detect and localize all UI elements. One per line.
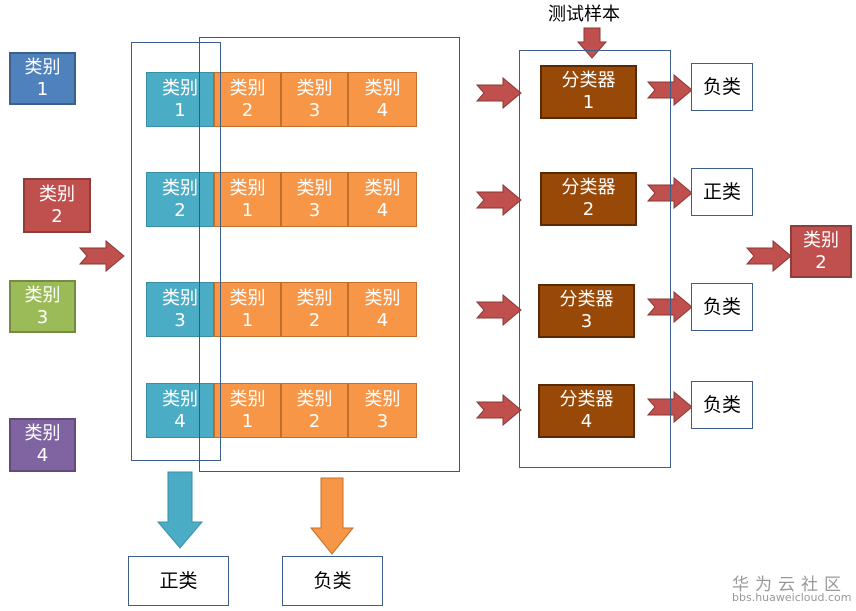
negative-result-box: 负类: [282, 556, 383, 606]
result-num: 2: [815, 251, 827, 273]
class-num: 2: [51, 205, 63, 227]
classifier-label: 分类器: [561, 70, 616, 91]
cell-num: 1: [241, 199, 254, 221]
negative-down-arrow-icon: [309, 477, 355, 555]
right-arrow-icon: [475, 183, 522, 217]
cell-num: 2: [174, 199, 186, 221]
class-num: 4: [36, 445, 49, 466]
classifier-num: 3: [580, 311, 593, 332]
class-label: 类别: [24, 284, 61, 306]
classifier-output-box: 负类: [691, 63, 753, 111]
cell-num: 1: [241, 309, 254, 331]
classifier-num: 2: [582, 199, 595, 220]
cell-num: 4: [376, 309, 389, 331]
watermark-url: bbs.huaweicloud.com: [732, 591, 852, 604]
cell-label: 类别: [162, 177, 198, 199]
right-arrow-icon: [475, 293, 522, 327]
cell-label: 类别: [229, 287, 266, 309]
test-sample-label: 测试样本: [548, 4, 620, 25]
cell-num: 3: [308, 199, 321, 221]
cell-num: 4: [376, 99, 389, 121]
cell-label: 类别: [296, 287, 333, 309]
classifier-num: 4: [580, 411, 593, 432]
result-label: 类别: [803, 229, 839, 251]
positive-result-box: 正类: [128, 556, 229, 606]
classifier-output-box: 正类: [691, 168, 753, 216]
watermark-title: 华为云社区: [732, 575, 847, 595]
right-arrow-icon: [78, 239, 125, 273]
right-arrow-icon: [475, 393, 522, 427]
right-arrow-icon: [475, 76, 522, 110]
class-label: 类别: [24, 56, 61, 78]
cell-num: 4: [174, 410, 186, 432]
class-num: 3: [36, 306, 49, 328]
positive-frame: [131, 42, 221, 461]
classifier-output-box: 负类: [691, 381, 753, 429]
cell-num: 2: [308, 410, 321, 432]
cell-label: 类别: [229, 388, 266, 410]
cell-num: 3: [174, 309, 186, 331]
class-num: 1: [36, 78, 49, 100]
classifier-label: 分类器: [559, 389, 614, 410]
cell-label: 类别: [296, 177, 333, 199]
classifier-output-box: 负类: [691, 283, 753, 331]
cell-label: 类别: [296, 388, 333, 410]
positive-down-arrow-icon: [156, 471, 204, 549]
class-label: 类别: [39, 183, 75, 205]
cell-num: 1: [241, 410, 254, 432]
negative-frame: [199, 37, 460, 472]
cell-label: 类别: [162, 77, 198, 99]
classifier-num: 1: [582, 92, 595, 113]
cell-label: 类别: [364, 388, 401, 410]
class-label: 类别: [24, 423, 61, 444]
classifier-frame: [519, 50, 671, 468]
cell-num: 4: [376, 199, 389, 221]
cell-label: 类别: [296, 77, 333, 99]
cell-label: 类别: [162, 388, 198, 410]
cell-label: 类别: [364, 177, 401, 199]
cell-num: 1: [174, 99, 186, 121]
cell-label: 类别: [229, 77, 266, 99]
cell-label: 类别: [162, 287, 198, 309]
cell-label: 类别: [364, 287, 401, 309]
cell-num: 2: [308, 309, 321, 331]
classifier-label: 分类器: [559, 289, 614, 310]
cell-num: 3: [376, 410, 389, 432]
right-arrow-icon: [745, 239, 792, 273]
classifier-label: 分类器: [561, 177, 616, 198]
cell-label: 类别: [229, 177, 266, 199]
cell-num: 3: [308, 99, 321, 121]
cell-label: 类别: [364, 77, 401, 99]
cell-num: 2: [241, 99, 254, 121]
